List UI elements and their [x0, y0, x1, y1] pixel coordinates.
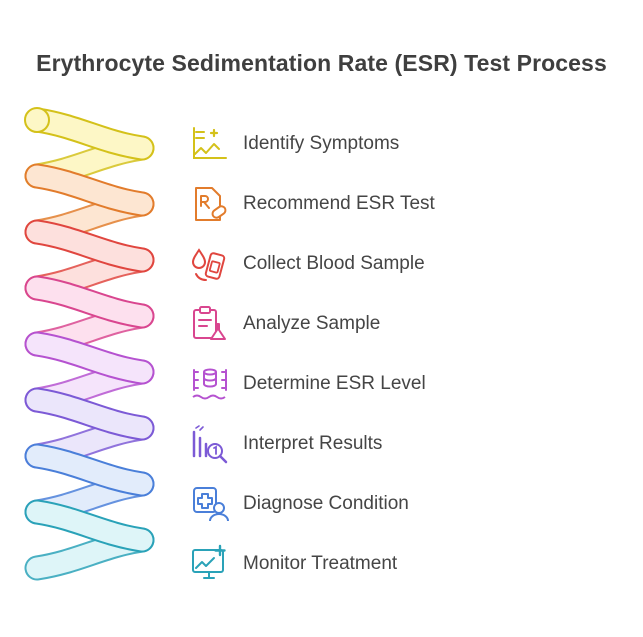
sedimentation-level-icon	[192, 368, 227, 400]
step-collect-blood-sample: Collect Blood Sample	[190, 240, 610, 288]
step-label: Collect Blood Sample	[243, 253, 425, 274]
coil-front-strands	[24, 107, 155, 553]
treatment-monitor-icon	[192, 544, 226, 579]
step-recommend-esr-test: Recommend ESR Test	[190, 180, 610, 228]
step-determine-esr-level: Determine ESR Level	[190, 360, 610, 408]
step-label: Interpret Results	[243, 433, 383, 454]
coil-end-cap	[24, 107, 50, 133]
step-label: Diagnose Condition	[243, 493, 409, 514]
coil-front-segment-fill	[26, 501, 153, 551]
page-title: Erythrocyte Sedimentation Rate (ESR) Tes…	[36, 50, 607, 76]
coil-front-segment-fill	[26, 277, 153, 327]
step-diagnose-condition: Diagnose Condition	[190, 480, 610, 528]
blood-sample-icon	[191, 248, 226, 281]
coil-front-segment-fill	[26, 165, 153, 215]
step-label: Identify Symptoms	[243, 133, 400, 154]
coil-front-segment-fill	[26, 445, 153, 495]
step-identify-symptoms: Identify Symptoms	[190, 120, 610, 168]
step-label: Determine ESR Level	[243, 373, 426, 394]
coil-front-segment-fill	[26, 221, 153, 271]
results-chart-icon	[192, 425, 228, 464]
step-monitor-treatment: Monitor Treatment	[190, 540, 610, 588]
lab-analysis-icon	[193, 306, 226, 340]
coil-front-segment-fill	[26, 333, 153, 383]
prescription-icon	[195, 187, 227, 221]
step-label: Analyze Sample	[243, 313, 381, 334]
symptom-checklist-icon	[193, 127, 227, 159]
step-analyze-sample: Analyze Sample	[190, 300, 610, 348]
step-label: Monitor Treatment	[243, 553, 398, 574]
step-interpret-results: Interpret Results	[190, 420, 610, 468]
patient-diagnosis-icon	[193, 487, 229, 522]
step-label: Recommend ESR Test	[243, 193, 435, 214]
coil-front-segment-fill	[26, 389, 153, 439]
